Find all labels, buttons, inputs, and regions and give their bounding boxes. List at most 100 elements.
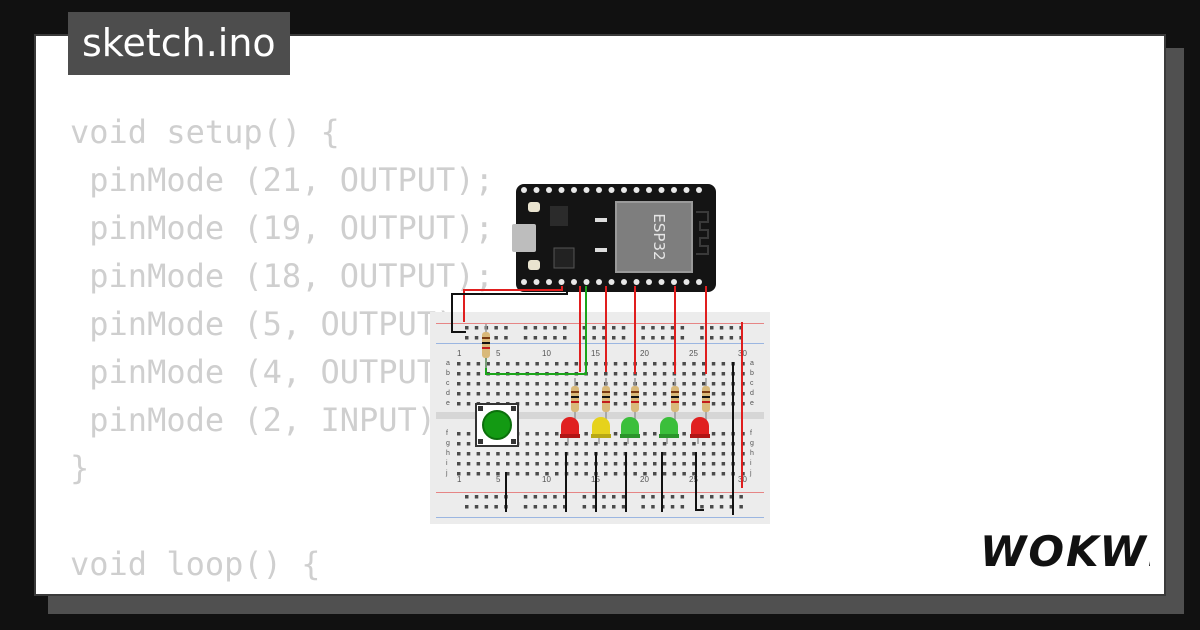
breadboard-hole (692, 462, 696, 466)
breadboard-hole (555, 362, 559, 366)
breadboard-hole (721, 392, 726, 396)
pushbutton[interactable] (475, 403, 519, 447)
breadboard-hole (555, 452, 559, 456)
breadboard-hole (545, 392, 549, 396)
breadboard-hole (692, 372, 696, 376)
breadboard-hole (545, 432, 549, 436)
breadboard-hole (633, 452, 637, 456)
breadboard-hole (496, 472, 500, 476)
breadboard-hole (721, 432, 726, 436)
breadboard-hole (653, 432, 657, 436)
breadboard-hole (711, 442, 716, 446)
breadboard-hole (515, 462, 520, 466)
file-tab[interactable]: sketch.ino (68, 12, 290, 75)
breadboard-hole (692, 472, 696, 476)
breadboard-hole (564, 362, 569, 366)
breadboard-hole (711, 372, 716, 376)
breadboard-hole (702, 442, 706, 446)
rail-hole (719, 326, 724, 330)
breadboard-hole (623, 392, 628, 396)
breadboard-hole (594, 442, 598, 446)
breadboard-hole (653, 442, 657, 446)
breadboard-hole (613, 462, 618, 466)
breadboard-hole (486, 362, 490, 366)
breadboard-hole (653, 372, 657, 376)
breadboard-hole (535, 432, 539, 436)
breadboard-hole (594, 372, 598, 376)
breadboard-hole (564, 442, 569, 446)
rail-hole (474, 495, 479, 499)
rail-hole (710, 336, 714, 340)
breadboard-hole (466, 452, 471, 456)
breadboard-hole (672, 462, 677, 466)
breadboard-hole (702, 372, 706, 376)
row-labels: a b c d e f g h i j a b c d e f g h i j (445, 360, 754, 477)
esp32-pin (658, 279, 665, 285)
breadboard-hole (702, 382, 706, 386)
breadboard-hole (476, 472, 481, 476)
breadboard-hole (662, 472, 667, 476)
rail-hole (533, 505, 538, 509)
breadboard-hole (594, 392, 598, 396)
circuit-diagram: 1 5 10 15 20 25 30 1 5 10 15 20 25 30 a … (430, 184, 770, 524)
row-label: b (446, 370, 450, 377)
rail-hole (504, 336, 508, 340)
column-label: 1 (457, 349, 462, 358)
breadboard-hole (584, 442, 588, 446)
row-label: j (445, 470, 448, 477)
breadboard-hole (515, 382, 520, 386)
breadboard-hole (476, 462, 481, 466)
breadboard-hole (545, 382, 549, 386)
rail-hole (641, 336, 645, 340)
breadboard-hole (584, 462, 588, 466)
rail-hole (661, 326, 665, 330)
row-label: f (750, 430, 752, 437)
breadboard-hole (692, 452, 696, 456)
led-yellow (591, 417, 611, 444)
breadboard-hole (623, 382, 628, 386)
breadboard-hole (525, 402, 530, 406)
breadboard-hole (476, 392, 481, 396)
rail-hole (719, 495, 724, 499)
breadboard-hole (711, 462, 716, 466)
pushbutton-cap[interactable] (482, 410, 512, 440)
rail-hole (602, 505, 606, 509)
esp32-pin (571, 279, 577, 285)
center-channel (436, 412, 764, 419)
breadboard-hole (613, 472, 618, 476)
breadboard-hole (466, 382, 471, 386)
code-line: } (70, 449, 90, 487)
rail-hole (670, 505, 675, 509)
rail-hole (612, 336, 616, 340)
column-label: 25 (689, 475, 698, 484)
breadboard-hole (574, 362, 579, 366)
esp32-pin (583, 187, 590, 193)
breadboard-hole (604, 372, 608, 376)
breadboard-hole (555, 402, 559, 406)
row-label: j (749, 470, 752, 477)
rail-hole (553, 505, 557, 509)
breadboard-hole (692, 442, 696, 446)
code-line: pinMode (21, OUTPUT); (70, 161, 494, 199)
rail-hole (729, 326, 734, 330)
rail-hole (680, 336, 685, 340)
breadboard-hole (623, 362, 628, 366)
logo-text: WOKWi (980, 527, 1150, 576)
breadboard-hole (476, 382, 481, 386)
row-label: g (750, 440, 754, 447)
breadboard-hole (506, 452, 510, 456)
led-red (560, 417, 580, 444)
breadboard-hole (555, 472, 559, 476)
breadboard-hole (643, 362, 647, 366)
rail-hole (592, 495, 596, 499)
breadboard-hole (457, 402, 461, 406)
breadboard-hole (457, 382, 461, 386)
breadboard-hole (643, 432, 647, 436)
rail-hole (719, 505, 724, 509)
esp32-pin (696, 187, 702, 193)
rail-hole (700, 495, 704, 499)
breadboard-hole (604, 472, 608, 476)
breadboard-hole (692, 402, 696, 406)
breadboard-hole (721, 442, 726, 446)
esp32-pin (521, 279, 527, 285)
